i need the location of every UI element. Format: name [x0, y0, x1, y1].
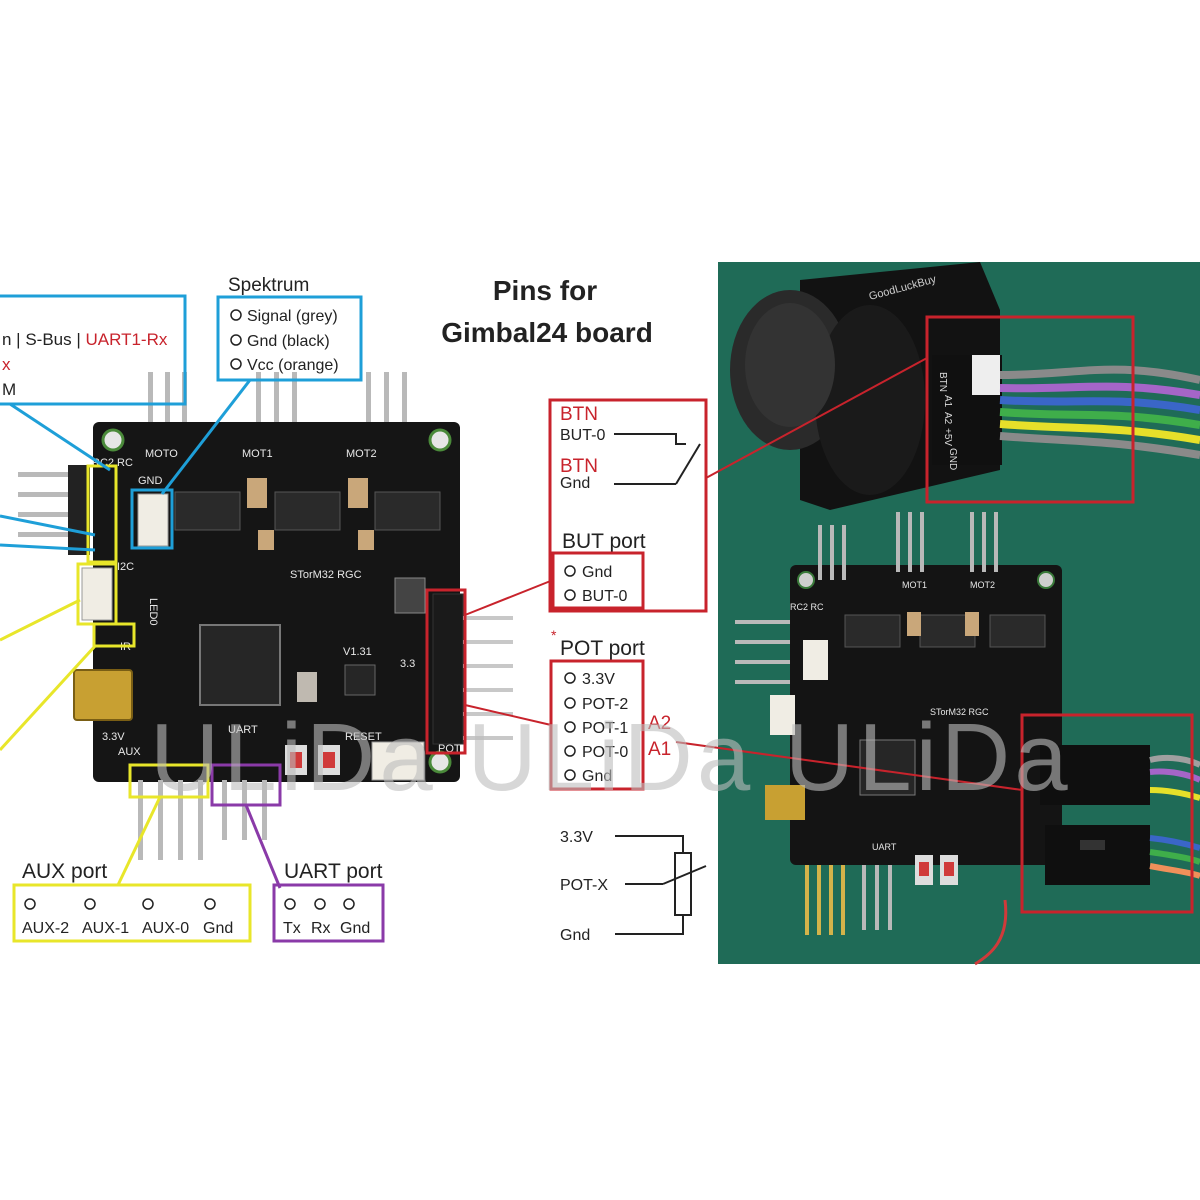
rc-line2: x: [2, 355, 11, 374]
photo-label-mot2: MOT2: [970, 580, 995, 590]
board-label-version: V1.31: [343, 646, 372, 658]
watermark: ULiDa ULiDa ULiDa: [150, 704, 1072, 811]
pcb-diagram: MOTO MOT1 MOT2 RC2 RC GND I2C LED0 IR ST…: [18, 372, 513, 860]
pot-schematic: 3.3V POT-X Gnd: [560, 829, 707, 944]
rc-line1-accent: UART1-Rx: [85, 330, 167, 349]
svg-text:*: *: [551, 627, 557, 643]
but0-label: BUT-0: [560, 427, 605, 444]
svg-text:n | S-Bus | UART1-Rx: n | S-Bus | UART1-Rx: [2, 330, 168, 349]
uart-port-callout: UART port Tx Rx Gnd: [244, 804, 385, 943]
joy-pin-btn: BTN: [937, 372, 948, 392]
photo-label-uart: UART: [872, 842, 897, 852]
board-label-reset: RESET: [345, 731, 382, 743]
board-label-led: LED0: [147, 598, 159, 626]
spektrum-callout: Spektrum Signal (grey) Gnd (black) Vcc (…: [160, 275, 363, 495]
pot-alias-a2: A2: [648, 713, 671, 734]
usb-connector: [73, 669, 133, 721]
board-label-mot1: MOT1: [242, 448, 273, 460]
spektrum-item-vcc: Vcc (orange): [247, 357, 339, 374]
aux-port-title: AUX port: [22, 860, 107, 883]
spektrum-item-gnd: Gnd (black): [247, 333, 330, 350]
board-label-mot2: MOT2: [346, 448, 377, 460]
photo-label-storm: STorM32 RGC: [930, 707, 989, 717]
pot-item-pot0: POT-0: [582, 744, 628, 761]
pot-item-pot1: POT-1: [582, 720, 628, 737]
schematic-33v: 3.3V: [560, 829, 593, 846]
rc-line1: n | S-Bus |: [2, 330, 85, 349]
uart-item-gnd: Gnd: [340, 920, 370, 937]
rc-callout: n | S-Bus | UART1-Rx x M: [0, 294, 187, 552]
pot-highlight: [425, 588, 467, 755]
ribbon-wires-top: [999, 365, 1200, 459]
title-line1: Pins for: [493, 275, 597, 306]
board-label-gnd: GND: [138, 475, 163, 487]
joy-pin-gnd: GND: [947, 448, 958, 470]
board-label-33v: 3.3V: [102, 731, 125, 743]
joy-pin-a1: A1: [942, 395, 953, 408]
aux-item-2: AUX-2: [22, 920, 69, 937]
schematic-gnd: Gnd: [560, 927, 590, 944]
pot-port-title: POT port: [560, 637, 645, 660]
pot-alias-a1: A1: [648, 739, 671, 760]
rc-line3: M: [2, 380, 16, 399]
schematic-potx: POT-X: [560, 877, 608, 894]
aux-highlight: [128, 763, 210, 799]
photo-label-mot1: MOT1: [902, 580, 927, 590]
uart-item-tx: Tx: [283, 920, 301, 937]
aux-item-0: AUX-0: [142, 920, 189, 937]
spektrum-item-signal: Signal (grey): [247, 308, 338, 325]
board-label-storm: STorM32 RGC: [290, 569, 362, 581]
photo-btn-highlight: [925, 315, 1135, 504]
title-line2: Gimbal24 board: [441, 317, 653, 348]
uart-item-rx: Rx: [311, 920, 331, 937]
but-port-but0: BUT-0: [582, 588, 627, 605]
board-label-33: 3.3: [400, 658, 415, 670]
uart-port-title: UART port: [284, 860, 383, 883]
aux-item-1: AUX-1: [82, 920, 129, 937]
but-port-title: BUT port: [562, 530, 646, 553]
driver-chips: [174, 478, 441, 550]
pot-item-gnd: Gnd: [582, 768, 612, 785]
board-label-aux: AUX: [118, 746, 141, 758]
board-label-i2c: I2C: [117, 561, 134, 573]
pot-callout: * POT port 3.3V POT-2 POT-1 POT-0 Gnd A2…: [464, 627, 671, 791]
spektrum-title: Spektrum: [228, 275, 309, 296]
spektrum-highlight: [130, 488, 174, 550]
photo-pot-highlight: [1020, 713, 1194, 914]
btn-callout: BTN BUT-0 BTN Gnd BUT port Gnd BUT-0: [464, 398, 708, 616]
photo-label-rc2: RC2 RC: [790, 602, 824, 612]
mcu-chip: [199, 624, 281, 706]
board-label-moto: MOTO: [145, 448, 178, 460]
board-photo: GoodLuckBuy BTN A1 A2 +5V GND: [718, 262, 1200, 966]
ir-highlight: [92, 622, 136, 648]
btn-label-2: BTN: [560, 456, 598, 477]
joy-pin-5v: +5V: [942, 428, 953, 446]
btn-label-1: BTN: [560, 404, 598, 425]
btn-gnd-label: Gnd: [560, 475, 590, 492]
pot-item-pot2: POT-2: [582, 696, 628, 713]
pot-item-33v: 3.3V: [582, 671, 615, 688]
but-port-gnd: Gnd: [582, 564, 612, 581]
joy-pin-a2: A2: [942, 412, 953, 425]
aux-port-callout: AUX port AUX-2 AUX-1 AUX-0 Gnd: [12, 796, 252, 943]
board-label-uart: UART: [228, 724, 258, 736]
aux-item-gnd: Gnd: [203, 920, 233, 937]
